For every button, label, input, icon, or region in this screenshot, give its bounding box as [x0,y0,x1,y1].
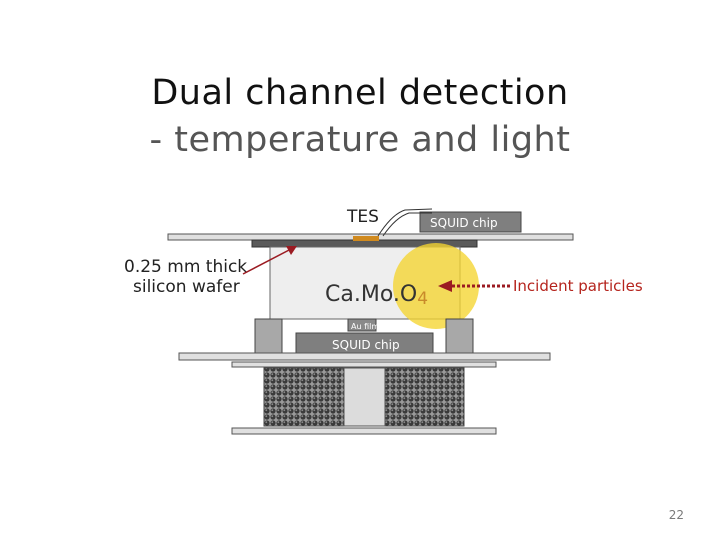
left-ball-stack [263,367,345,427]
squid-chip-top-label: SQUID chip [430,216,498,230]
crystal-label-main: Ca.Mo.O [325,282,417,307]
tes-wire-1 [377,208,433,237]
left-support [254,318,283,354]
squid-chip-top [419,211,522,233]
slide-title-line1: Dual channel detection [151,73,569,113]
au-film [347,318,377,332]
incident-particles-label: Incident particles [513,277,643,295]
thin-plate [231,361,497,368]
tes-pad [353,236,379,241]
middle-plate [178,352,551,361]
crystal-label-subscript: 4 [417,289,428,309]
center-post [343,367,386,427]
wafer-label-line2: silicon wafer [133,277,240,297]
bottom-plate [231,427,497,435]
wafer-pointer-line [242,248,292,275]
right-support [445,318,474,354]
wafer-label-line1: 0.25 mm thick [124,257,247,277]
slide-title-line2: - temperature and light [149,120,571,160]
page-number: 22 [668,508,684,522]
incident-arrow-head [438,280,452,292]
squid-chip-bottom-label: SQUID chip [332,338,400,352]
wafer-pointer-head [286,246,297,255]
light-highlight [393,243,479,329]
right-ball-stack [384,367,465,427]
tes-wire-2 [382,212,432,237]
tes-label: TES [346,207,379,227]
crystal-label: Ca.Mo.O4 [325,282,428,309]
au-film-label: Au film [351,322,379,331]
